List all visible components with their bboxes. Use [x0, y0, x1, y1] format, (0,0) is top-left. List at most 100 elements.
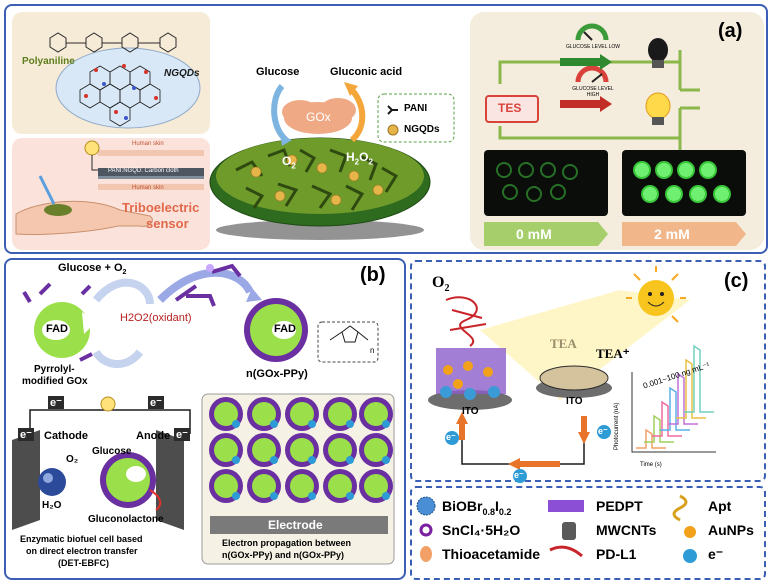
glucose-level-low-label: GLUCOSE LEVEL LOW [566, 44, 620, 50]
layer-mid-label: PANI:NGQD: Carbon cloth [108, 168, 179, 174]
photocurrent-trace [660, 386, 690, 431]
fad-label-2: FAD [274, 323, 296, 335]
legend-pedpt: PEDPT [596, 498, 643, 514]
e-minus-c2: e⁻ [514, 470, 524, 480]
electron-dot [308, 420, 316, 428]
legend-thioacetamide: Thioacetamide [442, 546, 541, 562]
photocurrent-trace [676, 358, 706, 419]
e-minus-b2: e⁻ [148, 396, 164, 409]
glucose-label-b: Glucose [92, 446, 132, 457]
anode-label: Anode [136, 430, 171, 442]
electron-dot [270, 456, 278, 464]
gox-core [290, 402, 314, 426]
glucose-level-high-label: GLUCOSE LEVEL HIGH [572, 86, 614, 98]
electron-dot [232, 420, 240, 428]
legend-biobr: BiOBr0.8I0.2 [442, 498, 512, 517]
electron-dot [232, 492, 240, 500]
pyrrolyl-label: Pyrrolyl- [34, 364, 75, 375]
gox-core [364, 474, 388, 498]
gox-core [364, 438, 388, 462]
cathode-label: Cathode [44, 430, 88, 442]
e-minus-b3: e⁻ [18, 428, 34, 441]
electrode-label: Electrode [268, 518, 323, 532]
glucose-o2-label: Glucose + O2 [58, 262, 127, 277]
electron-dot [308, 456, 316, 464]
propagation-line1: Electron propagation between [222, 538, 352, 548]
gox-core [214, 438, 238, 462]
ito-left-label: ITO [462, 406, 479, 417]
electron-dot [382, 456, 390, 464]
electron-dot [382, 420, 390, 428]
photocurrent-trace [668, 372, 698, 425]
legend-mwcnts: MWCNTs [596, 522, 657, 538]
time-axis-label: Time (s) [640, 462, 662, 468]
h2o2-oxidant-label: H2O2(oxidant) [120, 312, 192, 324]
o2-label-b: O₂ [66, 454, 79, 465]
gox-core [328, 402, 352, 426]
e-minus-c1: e⁻ [446, 432, 456, 442]
panel-b-label: (b) [360, 264, 386, 286]
fad-label-1: FAD [46, 323, 68, 335]
conc-2mm-label: 2 mM [654, 226, 690, 242]
ngqds-label: NGQDs [164, 68, 200, 79]
e-minus-b1: e⁻ [48, 396, 64, 409]
n-gox-ppy-label: n(GOx-PPy) [246, 368, 308, 380]
e-minus-c3: e⁻ [598, 426, 608, 436]
gox-core [214, 474, 238, 498]
gox-core [290, 438, 314, 462]
legend-apt: Apt [708, 498, 732, 514]
gox-core [252, 402, 276, 426]
photocurrent-chart [631, 344, 716, 453]
o2-label-c: O2 [432, 274, 450, 295]
electron-dot [270, 492, 278, 500]
h2o2-label-a: H2O2 [346, 150, 373, 167]
tes-label: TES [498, 101, 522, 115]
conc-0mm-label: 0 mM [516, 226, 552, 242]
electron-dot [270, 420, 278, 428]
gox-core [328, 438, 352, 462]
modified-gox-label: modified GOx [22, 376, 88, 387]
gox-core [290, 474, 314, 498]
legend-panel [410, 486, 766, 580]
ebfc-line2: on direct electron transfer [26, 546, 138, 556]
legend-pani-label: PANI [404, 103, 428, 114]
gluconic-acid-label: Gluconic acid [330, 66, 403, 78]
gox-core [252, 438, 276, 462]
panel-a-label: (a) [718, 20, 743, 42]
human-skin-bottom-label: Human skin [132, 185, 164, 191]
gox-core [252, 474, 276, 498]
gox-core [214, 402, 238, 426]
glucose-label-a: Glucose [256, 66, 300, 78]
triboelectric-label: Triboelectric [122, 200, 200, 215]
legend-ngqds-label: NGQDs [404, 124, 440, 135]
electron-dot [346, 492, 354, 500]
electron-dot [346, 456, 354, 464]
legend-sncl: SnCl₄·5H₂O [442, 522, 521, 538]
electron-dot [308, 492, 316, 500]
gox-label: GOx [306, 110, 331, 124]
gox-core [364, 402, 388, 426]
human-skin-top-label: Human skin [132, 141, 164, 147]
propagation-line2: n(GOx-PPy) and n(GOx-PPy) [222, 550, 345, 560]
ebfc-line1: Enzymatic biofuel cell based [20, 534, 143, 544]
chart-axis [631, 372, 716, 453]
o2-label-a: O2 [282, 154, 296, 171]
photocurrent-trace [636, 428, 666, 449]
gluconolactone-label: Gluconolactone [88, 514, 164, 525]
ppy-subscript-n: n [370, 346, 375, 355]
legend-e-minus: e⁻ [708, 546, 724, 562]
polyaniline-label: Polyaniline [22, 56, 75, 67]
electron-dot [346, 420, 354, 428]
panel-c-label: (c) [724, 270, 749, 292]
h2o-label: H₂O [42, 500, 62, 511]
ito-right-label: ITO [566, 396, 583, 407]
photocurrent-trace [644, 414, 674, 443]
photocurrent-trace [684, 344, 714, 413]
sensor-label: sensor [146, 216, 189, 231]
e-minus-b4: e⁻ [174, 428, 190, 441]
ebfc-line3: (DET-EBFC) [58, 558, 109, 568]
